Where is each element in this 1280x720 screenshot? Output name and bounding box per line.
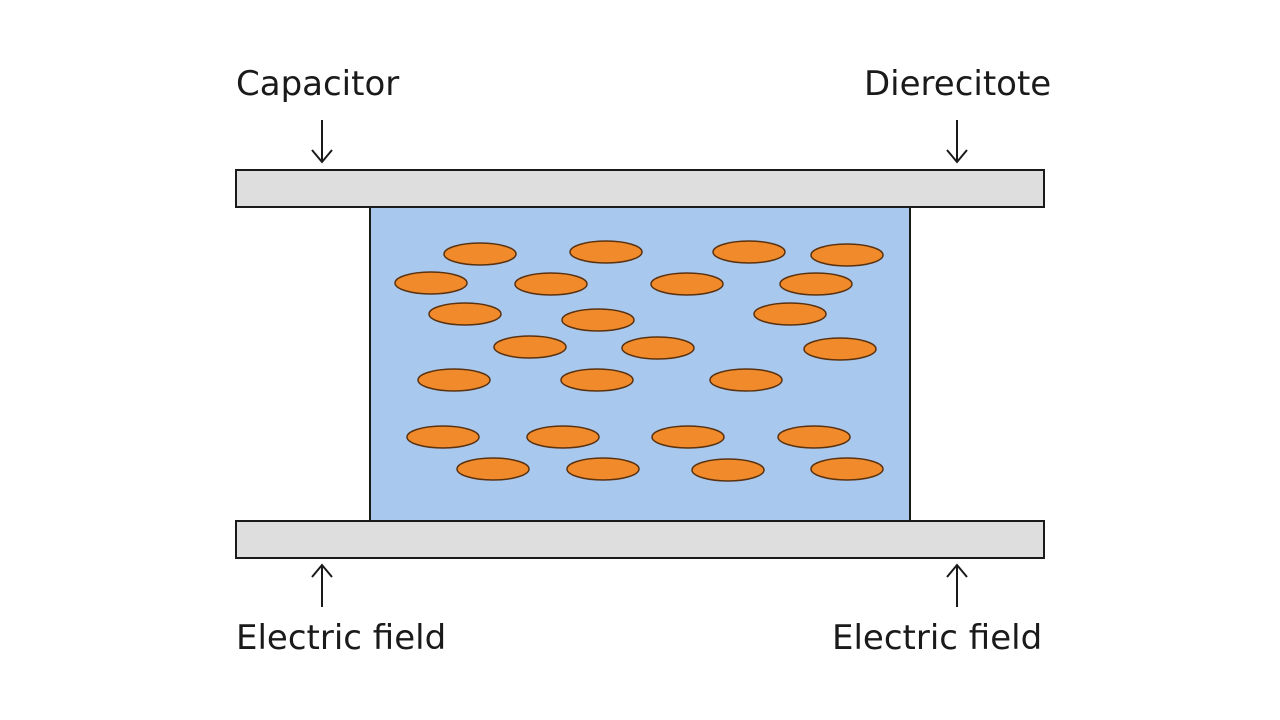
dielectric-particle: [651, 425, 725, 449]
dielectric-particle: [394, 271, 468, 295]
dielectric-particle: [561, 308, 635, 332]
dielectric-particle: [514, 272, 588, 296]
capacitor-label: Capacitor: [236, 64, 400, 104]
dielectric-particle: [810, 457, 884, 481]
dielectric-particle: [493, 335, 567, 359]
dielectric-particle: [777, 425, 851, 449]
dielectric-particle: [406, 425, 480, 449]
dielectric-particles: [394, 240, 884, 482]
dielectric-particle: [709, 368, 783, 392]
top-left-arrow: [311, 120, 333, 164]
dielectric-particle: [691, 458, 765, 482]
bottom-right-arrow: [946, 563, 968, 607]
dielectric-particle: [443, 242, 517, 266]
top-plate: [235, 169, 1045, 208]
dielectric-particle: [650, 272, 724, 296]
top-right-arrow: [946, 120, 968, 164]
dielectric-particle: [526, 425, 600, 449]
dielectric-particle: [566, 457, 640, 481]
dielectric-particle: [456, 457, 530, 481]
dielectric-particle: [417, 368, 491, 392]
bottom-left-arrow: [311, 563, 333, 607]
dielectric-particle: [810, 243, 884, 267]
dielectric-particle: [803, 337, 877, 361]
electric-field-right-label: Electric field: [832, 618, 1043, 658]
dielectric-particle: [560, 368, 634, 392]
dielectrode-label: Dierecitote: [864, 64, 1052, 104]
dielectric-particle: [779, 272, 853, 296]
bottom-plate: [235, 520, 1045, 559]
dielectric-particle: [621, 336, 695, 360]
dielectric-particle: [753, 302, 827, 326]
dielectric-particle: [428, 302, 502, 326]
dielectric-particle: [569, 240, 643, 264]
electric-field-left-label: Electric field: [236, 618, 447, 658]
dielectric-particle: [712, 240, 786, 264]
